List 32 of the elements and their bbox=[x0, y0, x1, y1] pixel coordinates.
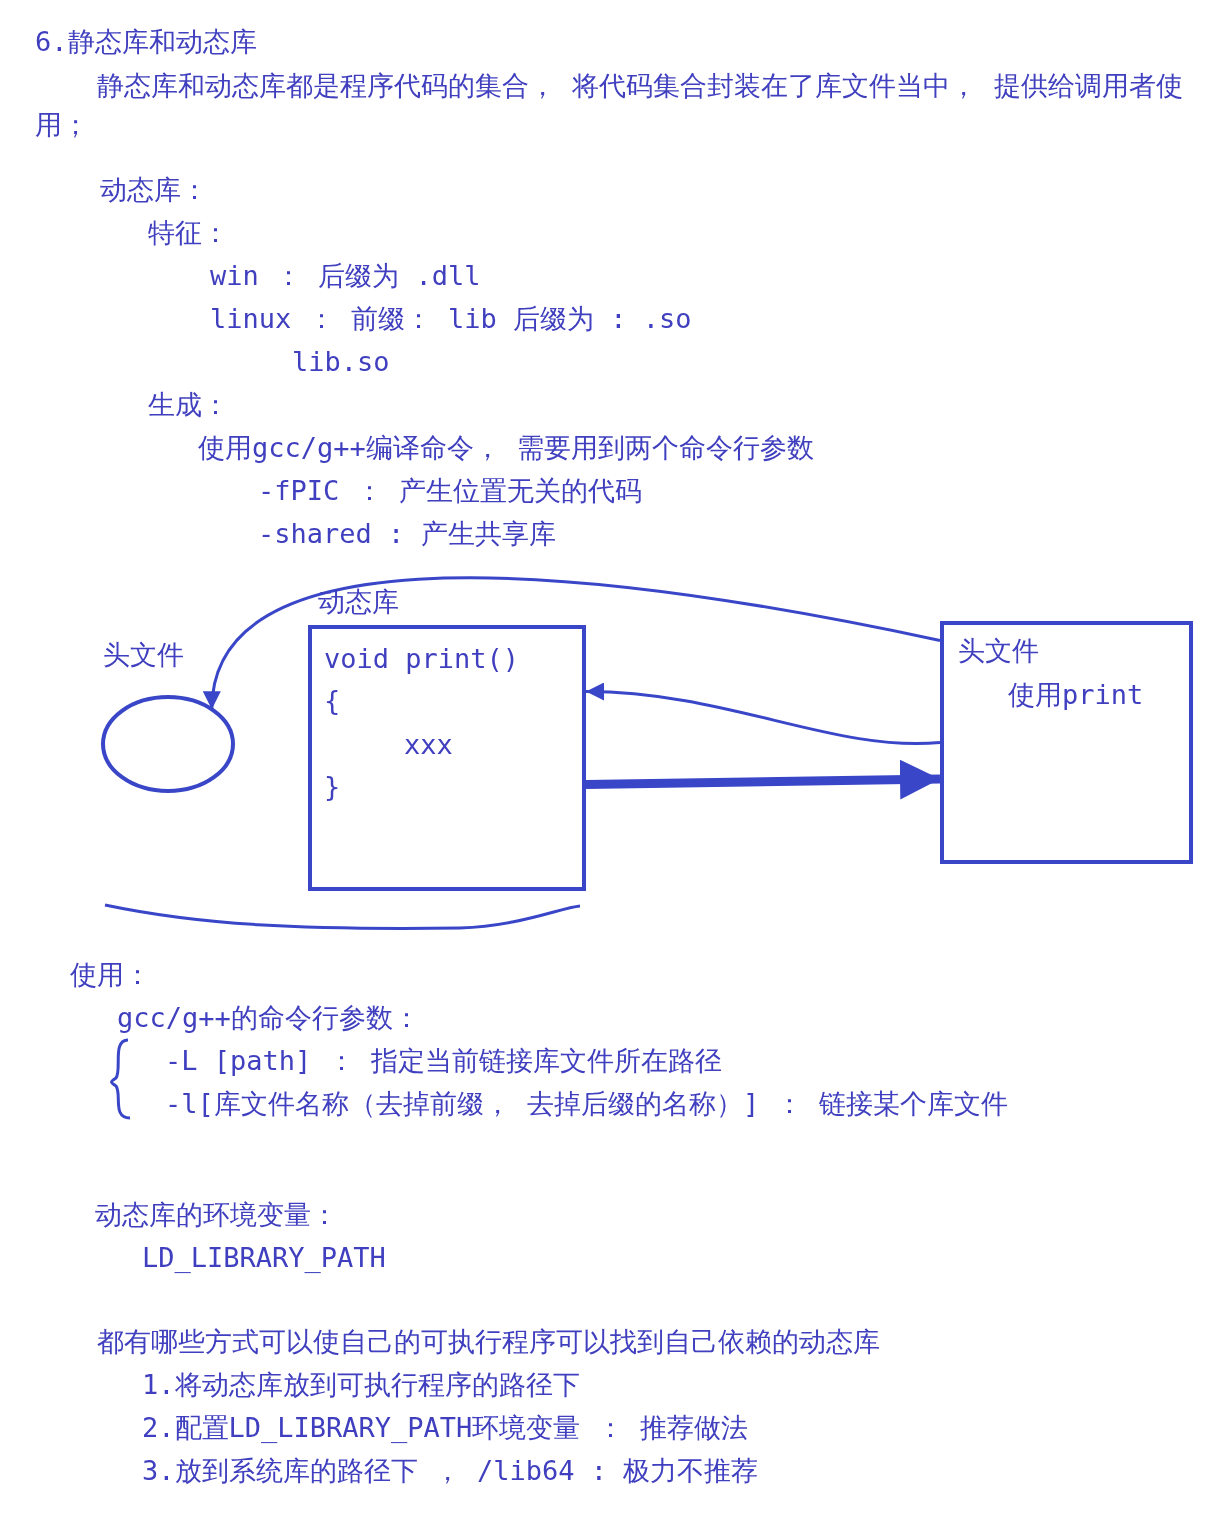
option-line: -L [path] ： 指定当前链接库文件所在路径 bbox=[165, 1044, 722, 1078]
option-line: -l[库文件名称（去掉前缀， 去掉后缀的名称）] ： 链接某个库文件 bbox=[165, 1087, 1008, 1121]
heading: 6.静态库和动态库 bbox=[35, 25, 257, 59]
node-heading: 头文件 bbox=[103, 638, 184, 672]
text-line: 使用print bbox=[1008, 678, 1144, 712]
box-heading: 动态库 bbox=[318, 585, 399, 619]
list-item: 3.放到系统库的路径下 ， /lib64 : 极力不推荐 bbox=[142, 1454, 759, 1488]
question-line: 都有哪些方式可以使自己的可执行程序可以找到自己依赖的动态库 bbox=[97, 1325, 880, 1359]
text-line: 使用gcc/g++编译命令， 需要用到两个命令行参数 bbox=[198, 431, 815, 465]
subheading: gcc/g++的命令行参数： bbox=[117, 1001, 420, 1035]
block-arrow bbox=[585, 759, 941, 800]
subheading: 特征： bbox=[148, 216, 229, 250]
option-line: -shared : 产生共享库 bbox=[258, 517, 556, 551]
list-item: 1.将动态库放到可执行程序的路径下 bbox=[142, 1368, 580, 1402]
arrow bbox=[585, 683, 941, 746]
section-heading: 动态库的环境变量： bbox=[95, 1198, 338, 1232]
list-item: 2.配置LD_LIBRARY_PATH环境变量 ： 推荐做法 bbox=[142, 1411, 748, 1445]
text-line: linux ： 前缀： lib 后缀为 : .so bbox=[210, 302, 692, 336]
code-line: void print() bbox=[324, 642, 520, 676]
variable-name: LD_LIBRARY_PATH bbox=[142, 1241, 386, 1275]
subheading: 生成： bbox=[148, 388, 229, 422]
option-line: -fPIC ： 产生位置无关的代码 bbox=[258, 474, 642, 508]
section-heading: 使用： bbox=[70, 958, 151, 992]
box-heading: 头文件 bbox=[958, 634, 1039, 668]
text-line: lib.so bbox=[292, 345, 390, 379]
code-line: } bbox=[324, 770, 341, 804]
text-line: win ： 后缀为 .dll bbox=[210, 259, 481, 293]
code-line: { bbox=[324, 684, 341, 718]
section-heading: 动态库： bbox=[100, 173, 208, 207]
code-line: xxx bbox=[404, 728, 453, 762]
arrow bbox=[205, 576, 941, 710]
intro-paragraph: 静态库和动态库都是程序代码的集合， 将代码集合封装在了库文件当中， 提供给调用者使用； bbox=[35, 69, 1184, 143]
